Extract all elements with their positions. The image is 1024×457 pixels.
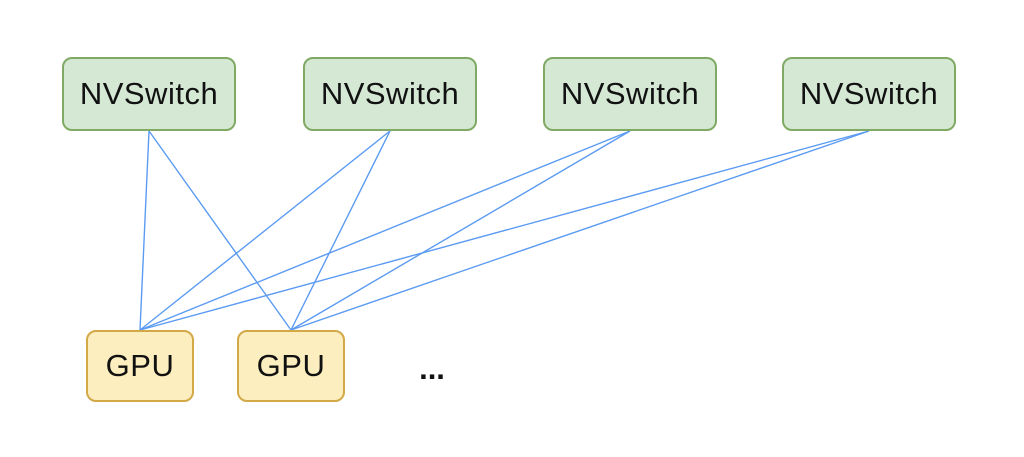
nvswitch-node-4-label: NVSwitch bbox=[799, 76, 939, 111]
more-gpus-ellipsis: ... bbox=[419, 351, 445, 386]
gpu-node-1-label: GPU bbox=[105, 348, 175, 383]
nvswitch-node-4: NVSwitch bbox=[782, 57, 956, 131]
nvswitch-node-2-label: NVSwitch bbox=[320, 76, 460, 111]
nvswitch-node-3-label: NVSwitch bbox=[560, 76, 700, 111]
link-gpu2-nvswitch2 bbox=[290, 130, 391, 331]
link-gpu2-nvswitch1 bbox=[148, 130, 292, 331]
link-gpu1-nvswitch2 bbox=[139, 130, 391, 331]
link-gpu1-nvswitch4 bbox=[139, 130, 870, 331]
nvswitch-node-1-label: NVSwitch bbox=[79, 76, 219, 111]
link-gpu2-nvswitch4 bbox=[290, 130, 870, 331]
nvswitch-node-3: NVSwitch bbox=[543, 57, 717, 131]
gpu-node-2-label: GPU bbox=[256, 348, 326, 383]
link-gpu1-nvswitch3 bbox=[139, 130, 631, 331]
link-gpu1-nvswitch1 bbox=[139, 130, 150, 331]
nvswitch-node-1: NVSwitch bbox=[62, 57, 236, 131]
gpu-node-2: GPU bbox=[237, 330, 345, 402]
gpu-node-1: GPU bbox=[86, 330, 194, 402]
link-gpu2-nvswitch3 bbox=[290, 130, 631, 331]
nvswitch-node-2: NVSwitch bbox=[303, 57, 477, 131]
